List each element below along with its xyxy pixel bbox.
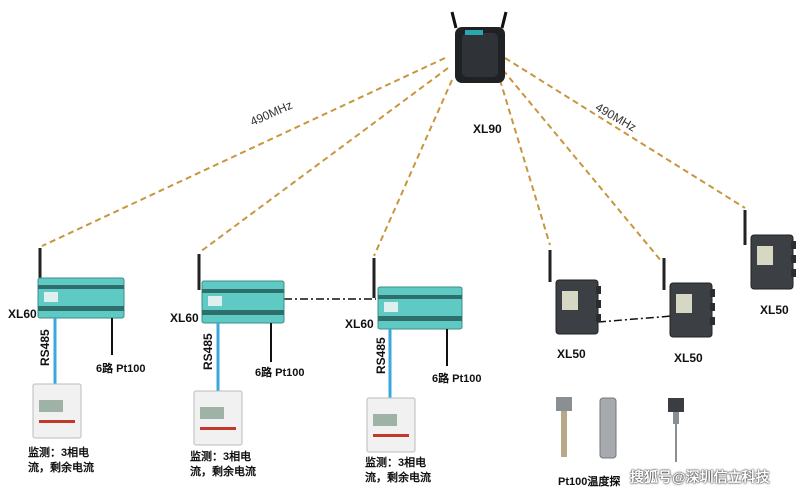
pt100-inputs-2: 6路 Pt100	[255, 367, 305, 379]
pt100-probe-1	[556, 397, 572, 457]
meter-2	[193, 390, 243, 446]
pt100-probe-2	[599, 397, 617, 459]
pt100-probes-caption: Pt100温度探	[558, 476, 621, 488]
link-xl90-xl60-2	[199, 67, 449, 253]
pt100-inputs-1: 6路 Pt100	[96, 363, 146, 375]
rs485-label-2: RS485	[201, 333, 215, 370]
meter-1-caption: 监测：3相电流，剩余电流	[28, 447, 94, 474]
link-xl50-1-xl50-2	[597, 315, 673, 323]
pt100-inputs-3: 6路 Pt100	[432, 373, 482, 385]
rs485-label-3: RS485	[374, 337, 388, 374]
xl50-unit-2	[662, 258, 715, 338]
xl60-unit-2	[197, 254, 285, 324]
meter-1	[32, 383, 82, 439]
xl50-2-label: XL50	[674, 351, 703, 365]
xl90-label: XL90	[473, 122, 502, 136]
link-xl90-xl50-3	[504, 57, 746, 209]
xl60-2-label: XL60	[170, 311, 199, 325]
xl60-3-label: XL60	[345, 317, 374, 331]
xl50-3-label: XL50	[760, 303, 789, 317]
xl60-unit-1	[37, 248, 125, 319]
meter-3-caption: 监测：3相电流，剩余电流	[365, 457, 431, 484]
xl90-gateway-device	[450, 11, 508, 83]
xl50-1-label: XL50	[557, 347, 586, 361]
wireless-links	[41, 57, 746, 263]
link-xl90-xl60-1	[41, 57, 446, 247]
link-xl90-xl50-1	[499, 79, 551, 246]
xl60-1-label: XL60	[8, 307, 37, 321]
pt100-probe-3	[668, 398, 684, 462]
link-xl90-xl60-3	[373, 79, 453, 257]
wired-links	[284, 298, 673, 323]
link-xl90-xl50-2	[502, 69, 663, 263]
meter-3	[366, 397, 416, 453]
xl50-unit-1	[548, 250, 601, 335]
xl60-unit-3	[372, 258, 463, 330]
rs485-label-1: RS485	[38, 329, 52, 366]
meter-2-caption: 监测：3相电流，剩余电流	[190, 451, 256, 478]
pt100-leads	[111, 318, 448, 366]
xl50-unit-3	[743, 210, 796, 290]
watermark: 搜狐号@深圳信立科技	[630, 469, 770, 485]
rs485-cables	[53, 318, 392, 400]
